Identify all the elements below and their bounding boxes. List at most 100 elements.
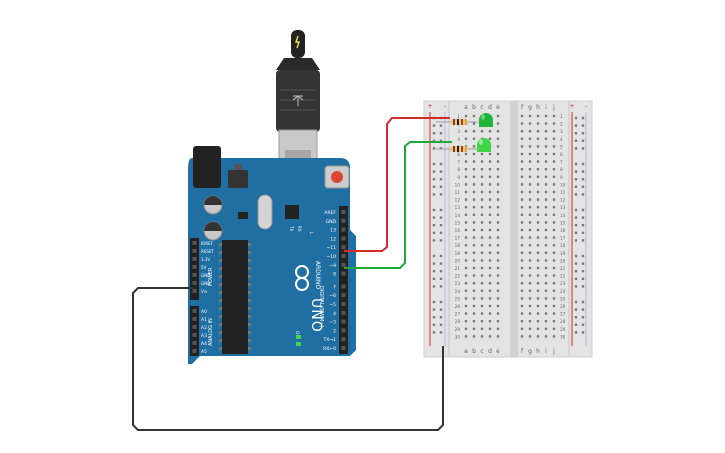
analog-label: ANALOG IN bbox=[208, 318, 214, 346]
breadboard-row-label: 20 bbox=[455, 258, 461, 263]
breadboard-row-label: 16 bbox=[455, 228, 461, 233]
wire-green[interactable] bbox=[344, 141, 452, 269]
breadboard-row-label: 23 bbox=[560, 281, 566, 286]
digital-pin-label: TX→1 bbox=[323, 337, 337, 343]
breadboard-row-label: 22 bbox=[560, 274, 566, 279]
digital-pin-label: AREF bbox=[324, 210, 336, 216]
usb-bolt-icon bbox=[295, 35, 300, 49]
arduino-uno-board[interactable]: ARDUINO UNO ON TX RX L AREFGND1312~11~10… bbox=[188, 146, 356, 364]
center-channel bbox=[510, 101, 518, 357]
breadboard-row-label: 28 bbox=[455, 319, 461, 324]
resistor-2[interactable] bbox=[436, 146, 478, 152]
breadboard-row-label: 29 bbox=[560, 327, 566, 332]
breadboard-column-label: a bbox=[464, 348, 468, 355]
breadboard-row-label: 5 bbox=[560, 144, 563, 149]
breadboard-row-label: 7 bbox=[457, 160, 460, 165]
analog-pin-label: A3 bbox=[201, 333, 207, 339]
analog-pin-label: A2 bbox=[201, 325, 207, 331]
rx-label: RX bbox=[297, 226, 302, 232]
breadboard-row-label: 12 bbox=[455, 198, 461, 203]
rail-minus-label-top-right: - bbox=[585, 103, 587, 110]
breadboard-row-label: 15 bbox=[455, 220, 461, 225]
digital-pin-label: GND bbox=[326, 219, 337, 225]
digital-pin-label: ~9 bbox=[329, 263, 336, 269]
on-led bbox=[296, 335, 301, 339]
digital-pin-label: ~3 bbox=[329, 320, 336, 326]
digital-pin-label: 12 bbox=[330, 236, 336, 242]
breadboard-row-label: 9 bbox=[457, 175, 460, 180]
breadboard-row-label: 21 bbox=[560, 266, 566, 271]
digital-pin-label: ~5 bbox=[329, 302, 336, 308]
breadboard-column-label: j bbox=[552, 348, 555, 355]
usb-symbol-icon bbox=[292, 95, 304, 106]
breadboard-row-label: 24 bbox=[455, 289, 461, 294]
breadboard-row-label: 19 bbox=[560, 251, 566, 256]
wire-black[interactable] bbox=[132, 287, 444, 431]
power-pin-label: GND bbox=[201, 281, 210, 286]
digital-pin-label: RX←0 bbox=[323, 346, 336, 352]
breadboard-row-label: 30 bbox=[560, 334, 566, 339]
breadboard-row-label: 28 bbox=[560, 319, 566, 324]
breadboard-row-label: 2 bbox=[560, 122, 563, 127]
breadboard-column-label: i bbox=[545, 104, 547, 111]
breadboard-row-label: 22 bbox=[455, 274, 461, 279]
breadboard-row-label: 20 bbox=[560, 258, 566, 263]
breadboard-row-label: 13 bbox=[455, 205, 461, 210]
breadboard-column-label: f bbox=[521, 104, 524, 111]
microcontroller-chip bbox=[222, 240, 248, 354]
breadboard-column-label: h bbox=[536, 348, 540, 355]
breadboard-row-label: 25 bbox=[560, 296, 566, 301]
rail-plus-label-top-right: + bbox=[569, 103, 574, 110]
power-jack bbox=[193, 146, 221, 188]
digital-pin-label: 4 bbox=[333, 311, 336, 317]
power-pin-label: 5V bbox=[201, 265, 207, 270]
breadboard-row-label: 16 bbox=[560, 228, 566, 233]
digital-header bbox=[339, 206, 348, 354]
breadboard-row-label: 21 bbox=[455, 266, 461, 271]
breadboard-row-label: 3 bbox=[560, 129, 563, 134]
breadboard-row-label: 10 bbox=[560, 182, 566, 187]
breadboard[interactable]: + - + - aabbccddeeffgghhiijj112233445566… bbox=[423, 100, 593, 358]
led-1[interactable] bbox=[479, 113, 493, 127]
analog-pin-label: A0 bbox=[201, 309, 207, 315]
arduino-logo: ARDUINO bbox=[295, 261, 321, 291]
rail-minus-label-top: - bbox=[444, 103, 446, 110]
analog-pin-label: A4 bbox=[201, 341, 207, 347]
led-2[interactable] bbox=[477, 138, 491, 152]
breadboard-column-label: j bbox=[552, 104, 555, 111]
breadboard-row-label: 7 bbox=[560, 160, 563, 165]
on-label: ON bbox=[294, 331, 300, 338]
breadboard-row-label: 27 bbox=[560, 312, 566, 317]
breadboard-column-label: e bbox=[496, 104, 500, 111]
breadboard-column-label: c bbox=[480, 104, 483, 111]
resistor-1[interactable] bbox=[436, 119, 478, 125]
power-label: POWER bbox=[208, 267, 214, 286]
breadboard-row-label: 3 bbox=[457, 129, 460, 134]
digital-pin-label: ~11 bbox=[327, 245, 337, 251]
breadboard-row-label: 26 bbox=[560, 304, 566, 309]
wire-red[interactable] bbox=[344, 117, 450, 252]
digital-pin-label: 8 bbox=[333, 272, 336, 278]
breadboard-column-label: g bbox=[528, 104, 532, 111]
breadboard-column-label: b bbox=[472, 104, 476, 111]
breadboard-row-label: 17 bbox=[455, 236, 461, 241]
breadboard-row-label: 10 bbox=[455, 182, 461, 187]
digital-pin-label: 2 bbox=[333, 328, 336, 334]
breadboard-column-label: g bbox=[528, 348, 532, 355]
breadboard-row-label: 11 bbox=[560, 190, 566, 195]
breadboard-row-label: 6 bbox=[560, 152, 563, 157]
breadboard-column-label: d bbox=[488, 104, 492, 111]
breadboard-row-label: 4 bbox=[560, 137, 563, 142]
breadboard-row-label: 27 bbox=[455, 312, 461, 317]
power-pin-label: Vin bbox=[201, 289, 208, 294]
digital-pin-label: ~10 bbox=[327, 254, 337, 260]
analog-pin-label: A1 bbox=[201, 317, 207, 323]
breadboard-column-label: h bbox=[536, 104, 540, 111]
power-pin-label: RESET bbox=[201, 249, 214, 254]
breadboard-row-label: 18 bbox=[560, 243, 566, 248]
breadboard-row-label: 8 bbox=[560, 167, 563, 172]
breadboard-row-label: 14 bbox=[560, 213, 566, 218]
digital-pin-label: 7 bbox=[333, 284, 336, 290]
breadboard-row-label: 19 bbox=[455, 251, 461, 256]
